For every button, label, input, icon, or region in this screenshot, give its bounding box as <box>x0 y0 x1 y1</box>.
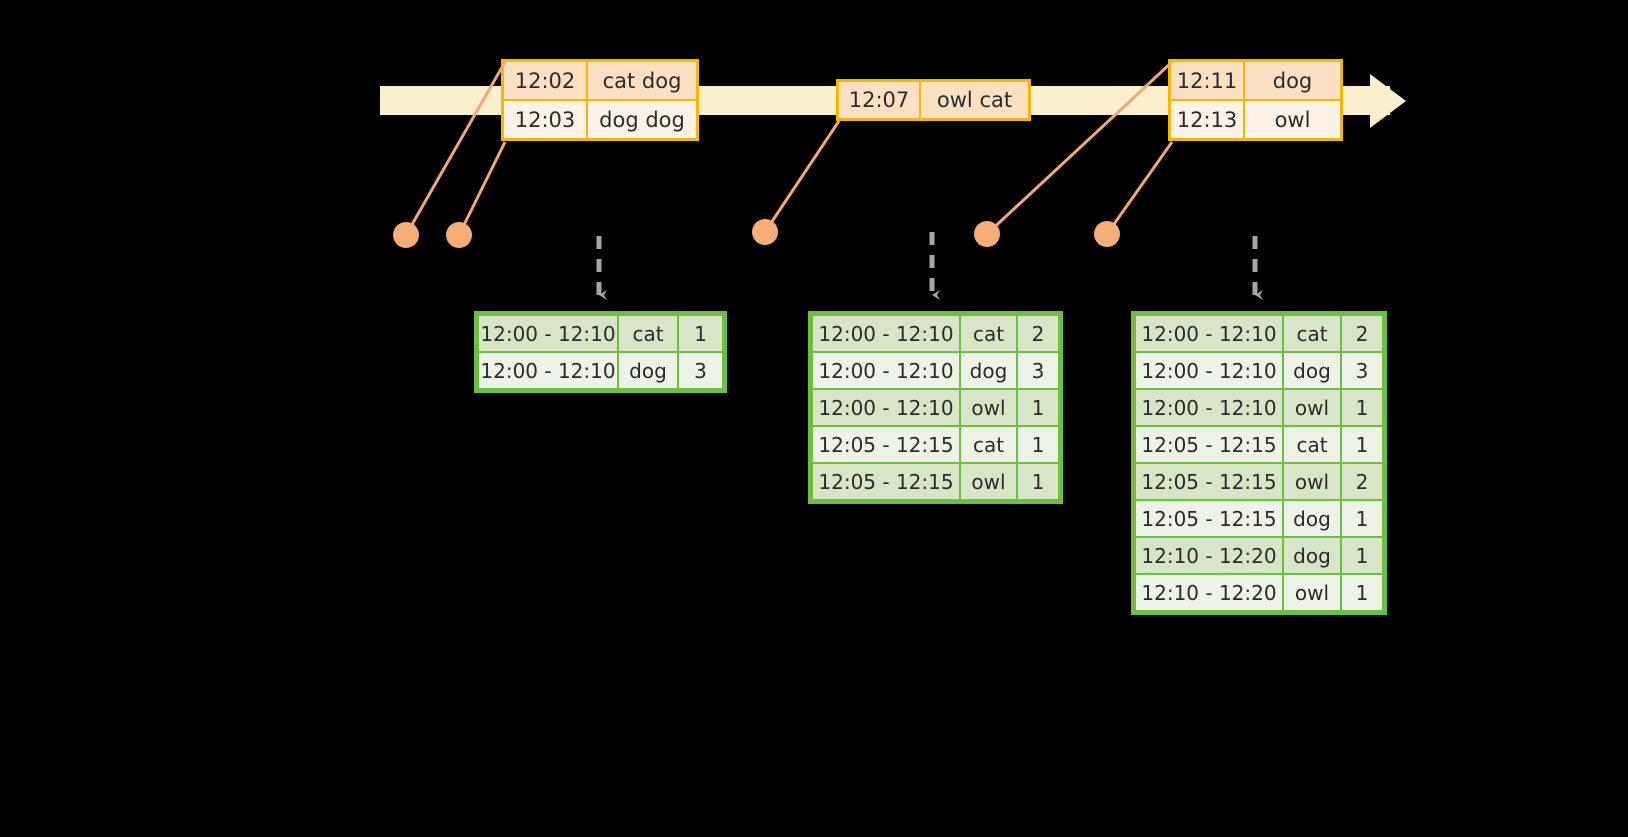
table-row: 12:00 - 12:10 owl 1 <box>1135 389 1383 426</box>
event-time: 12:11 <box>1171 62 1245 99</box>
count-cell: 1 <box>1017 463 1059 500</box>
window-cell: 12:00 - 12:10 <box>1135 389 1283 426</box>
table-row: 12:00 - 12:10 cat 2 <box>812 315 1059 352</box>
window-cell: 12:00 - 12:10 <box>1135 352 1283 389</box>
event-payload: owl <box>1245 101 1340 138</box>
window-cell: 12:10 - 12:20 <box>1135 537 1283 574</box>
key-cell: cat <box>1283 426 1341 463</box>
event-row: 12:02 cat dog <box>504 62 696 99</box>
count-cell: 1 <box>1341 389 1383 426</box>
table-row: 12:05 - 12:15 cat 1 <box>812 426 1059 463</box>
event-time: 12:02 <box>504 62 588 99</box>
event-time: 12:13 <box>1171 101 1245 138</box>
table-row: 12:05 - 12:15 owl 1 <box>812 463 1059 500</box>
connector-dot-2 <box>446 222 472 248</box>
flow-arrows <box>596 232 1263 300</box>
event-payload: dog dog <box>588 101 696 138</box>
key-cell: dog <box>1283 537 1341 574</box>
count-cell: 2 <box>1341 315 1383 352</box>
count-cell: 1 <box>1341 500 1383 537</box>
count-cell: 1 <box>1341 574 1383 611</box>
window-cell: 12:10 - 12:20 <box>1135 574 1283 611</box>
table-row: 12:10 - 12:20 dog 1 <box>1135 537 1383 574</box>
count-cell: 3 <box>1017 352 1059 389</box>
count-cell: 1 <box>1341 426 1383 463</box>
count-cell: 2 <box>1341 463 1383 500</box>
window-cell: 12:05 - 12:15 <box>1135 426 1283 463</box>
event-row: 12:03 dog dog <box>504 99 696 138</box>
count-cell: 1 <box>1017 426 1059 463</box>
connector-dot-5 <box>1094 221 1120 247</box>
event-row: 12:07 owl cat <box>839 82 1028 118</box>
event-payload: owl cat <box>921 82 1028 118</box>
table-row: 12:00 - 12:10 dog 3 <box>1135 352 1383 389</box>
key-cell: dog <box>960 352 1017 389</box>
key-cell: cat <box>1283 315 1341 352</box>
result-table-2[interactable]: 12:00 - 12:10 cat 2 12:00 - 12:10 dog 3 … <box>808 311 1063 504</box>
window-cell: 12:05 - 12:15 <box>1135 500 1283 537</box>
window-cell: 12:00 - 12:10 <box>478 352 618 389</box>
window-cell: 12:05 - 12:15 <box>812 426 960 463</box>
key-cell: owl <box>1283 463 1341 500</box>
window-cell: 12:00 - 12:10 <box>812 315 960 352</box>
window-cell: 12:00 - 12:10 <box>812 389 960 426</box>
count-cell: 3 <box>678 352 723 389</box>
connector-dot-1 <box>393 222 419 248</box>
connector-dot-3 <box>752 219 778 245</box>
table-row: 12:05 - 12:15 owl 2 <box>1135 463 1383 500</box>
window-cell: 12:05 - 12:15 <box>1135 463 1283 500</box>
key-cell: cat <box>960 315 1017 352</box>
event-time: 12:03 <box>504 101 588 138</box>
connector-dots <box>393 219 1120 248</box>
count-cell: 1 <box>678 315 723 352</box>
count-cell: 2 <box>1017 315 1059 352</box>
connector-dot-4 <box>974 221 1000 247</box>
key-cell: cat <box>960 426 1017 463</box>
event-box-3[interactable]: 12:11 dog 12:13 owl <box>1168 59 1343 141</box>
table-row: 12:10 - 12:20 owl 1 <box>1135 574 1383 611</box>
result-table-3[interactable]: 12:00 - 12:10 cat 2 12:00 - 12:10 dog 3 … <box>1131 311 1387 615</box>
key-cell: owl <box>1283 389 1341 426</box>
count-cell: 1 <box>1017 389 1059 426</box>
timeline-arrowhead-icon <box>1370 74 1406 128</box>
window-cell: 12:00 - 12:10 <box>812 352 960 389</box>
window-cell: 12:00 - 12:10 <box>1135 315 1283 352</box>
event-time: 12:07 <box>839 82 921 118</box>
key-cell: dog <box>1283 352 1341 389</box>
key-cell: owl <box>1283 574 1341 611</box>
window-cell: 12:00 - 12:10 <box>478 315 618 352</box>
event-row: 12:11 dog <box>1171 62 1340 99</box>
event-payload: cat dog <box>588 62 696 99</box>
table-row: 12:00 - 12:10 dog 3 <box>478 352 723 389</box>
table-row: 12:05 - 12:15 dog 1 <box>1135 500 1383 537</box>
table-row: 12:00 - 12:10 dog 3 <box>812 352 1059 389</box>
result-table-1[interactable]: 12:00 - 12:10 cat 1 12:00 - 12:10 dog 3 <box>474 311 727 393</box>
key-cell: owl <box>960 463 1017 500</box>
count-cell: 3 <box>1341 352 1383 389</box>
table-row: 12:00 - 12:10 cat 2 <box>1135 315 1383 352</box>
count-cell: 1 <box>1341 537 1383 574</box>
event-box-2[interactable]: 12:07 owl cat <box>836 79 1031 121</box>
window-cell: 12:05 - 12:15 <box>812 463 960 500</box>
table-row: 12:00 - 12:10 cat 1 <box>478 315 723 352</box>
event-payload: dog <box>1245 62 1340 99</box>
key-cell: owl <box>960 389 1017 426</box>
event-row: 12:13 owl <box>1171 99 1340 138</box>
event-box-1[interactable]: 12:02 cat dog 12:03 dog dog <box>501 59 699 141</box>
key-cell: cat <box>618 315 678 352</box>
table-row: 12:00 - 12:10 owl 1 <box>812 389 1059 426</box>
key-cell: dog <box>618 352 678 389</box>
table-row: 12:05 - 12:15 cat 1 <box>1135 426 1383 463</box>
key-cell: dog <box>1283 500 1341 537</box>
